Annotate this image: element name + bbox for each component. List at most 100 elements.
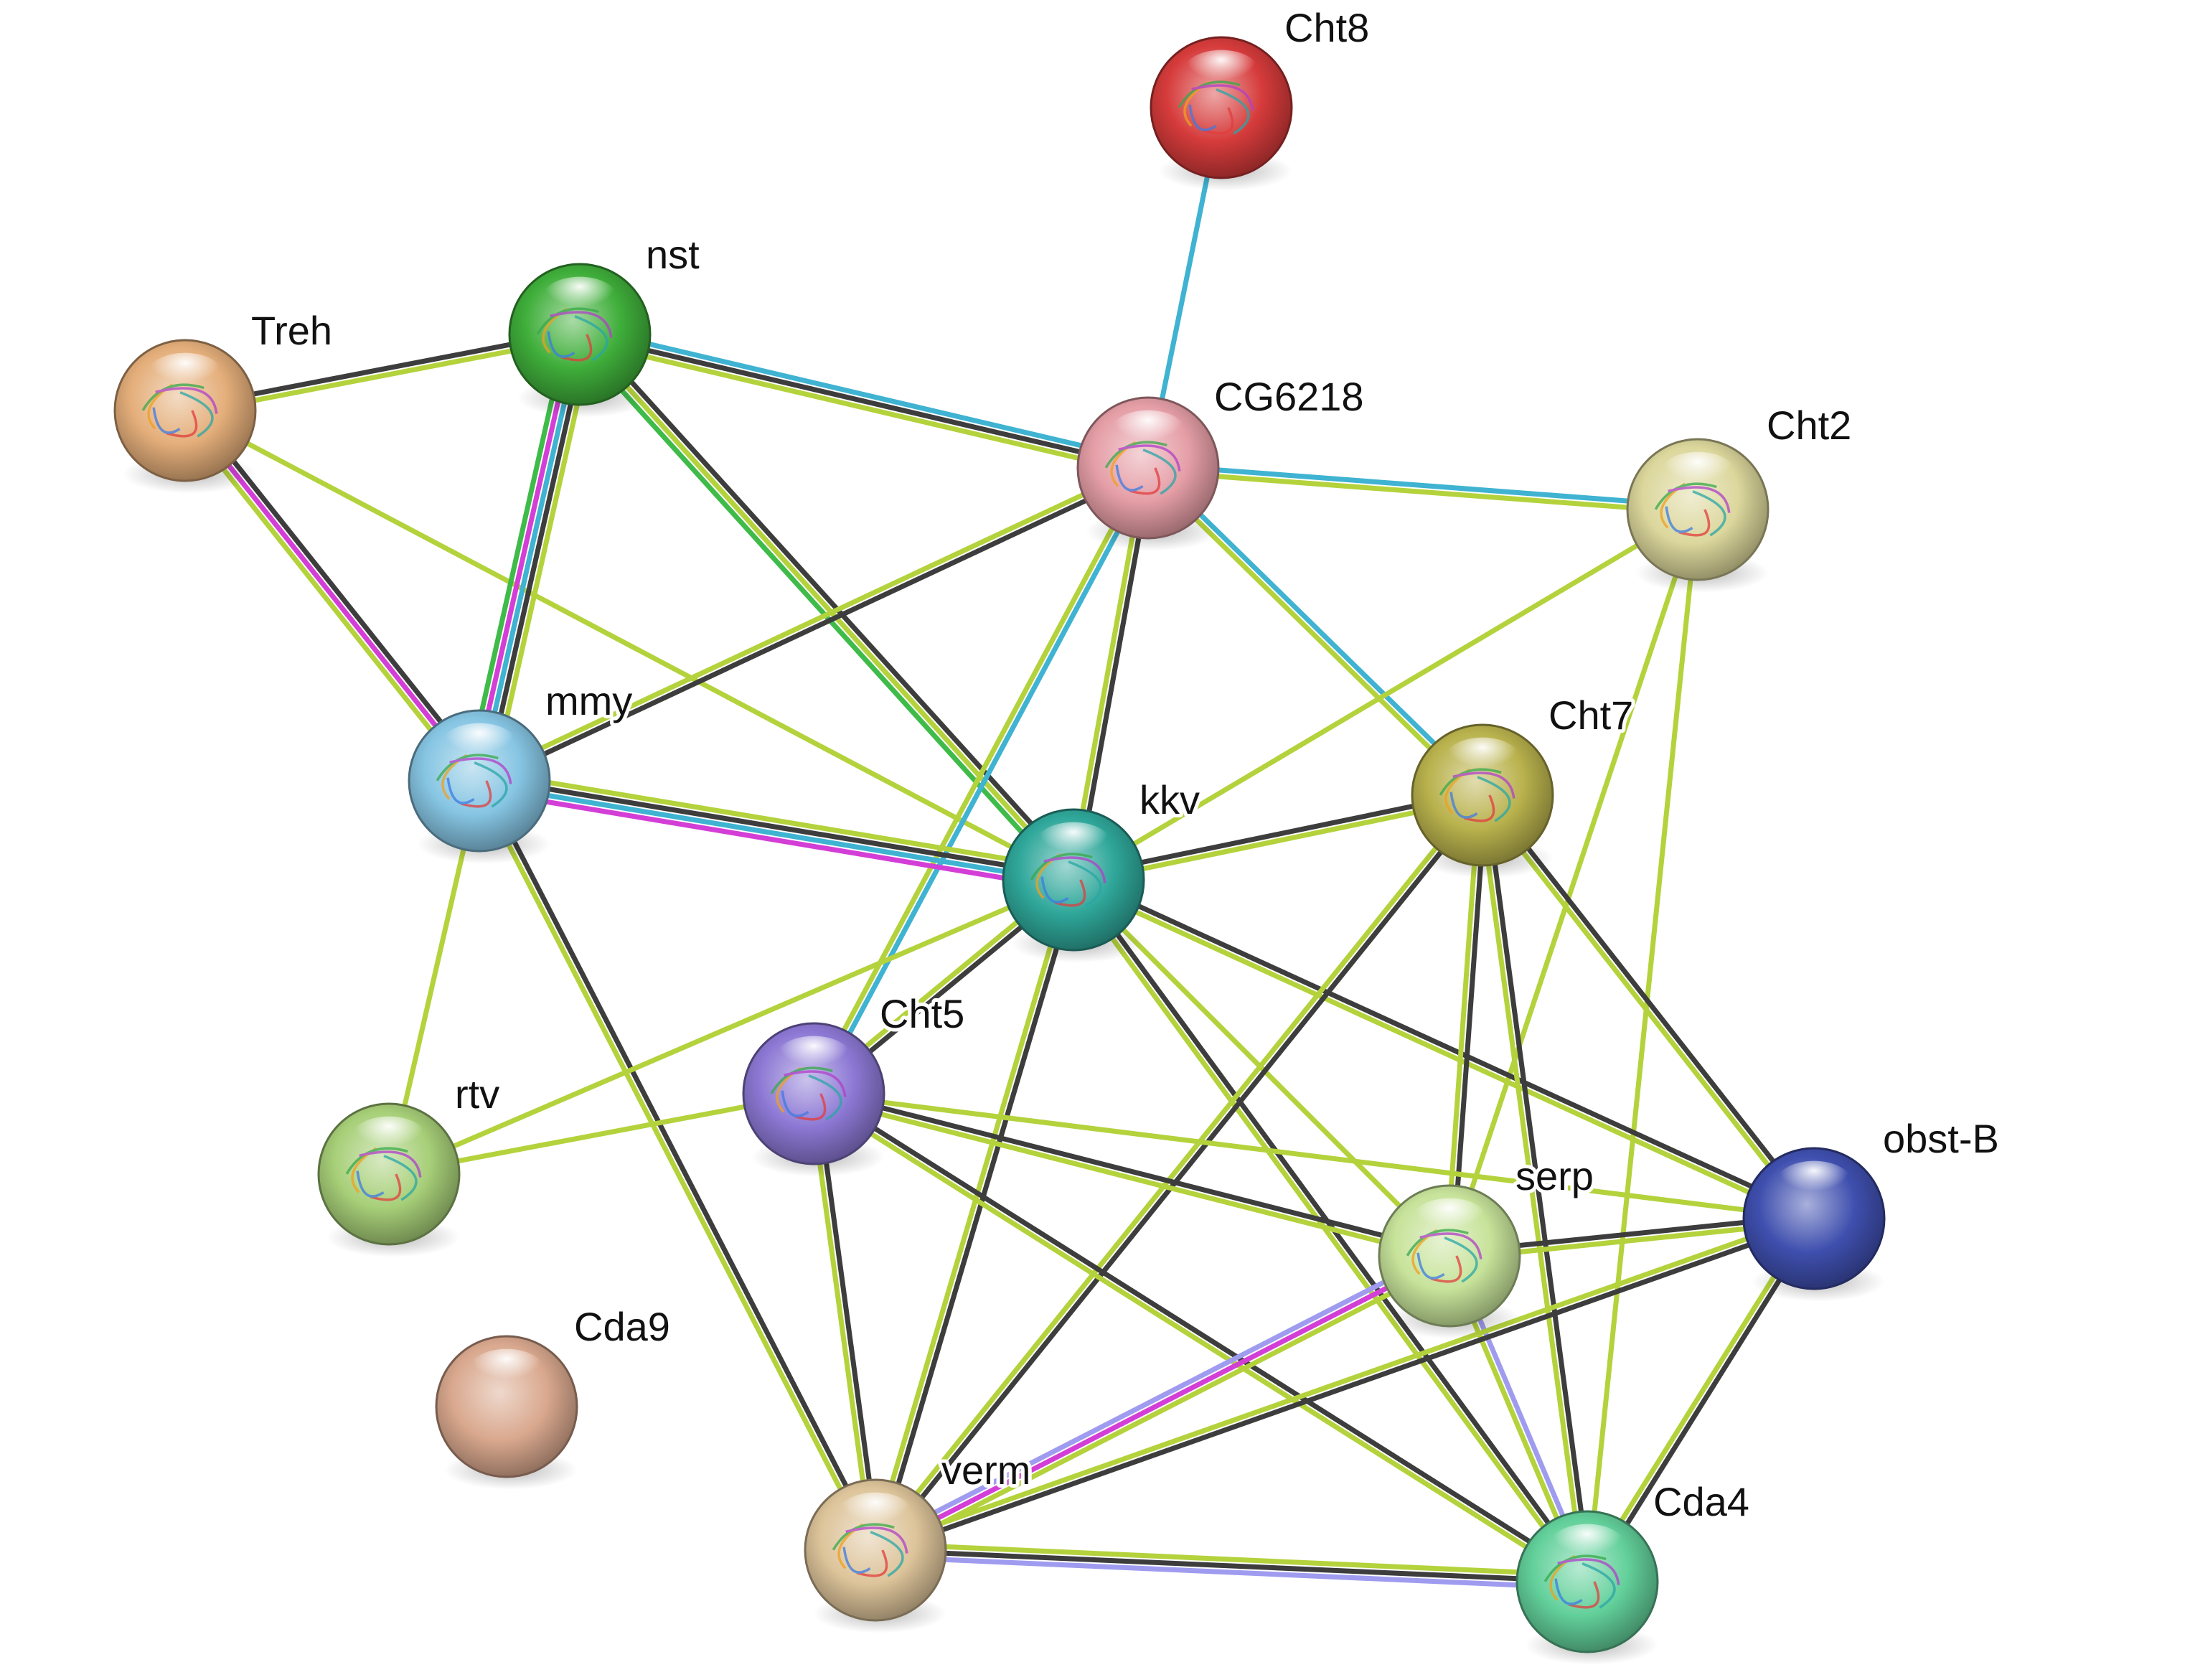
edge-treh-kkv — [184, 408, 1075, 883]
node-verm[interactable] — [804, 1478, 947, 1633]
node-cda9[interactable] — [435, 1335, 578, 1490]
structure-strand — [781, 1090, 809, 1117]
structure-strand — [1115, 464, 1144, 492]
edge-line-yellowgreen — [1447, 508, 1701, 1257]
edge-kkv-obst-b — [1071, 874, 1817, 1224]
edge-line-yellowgreen — [474, 781, 875, 1553]
node-mmy[interactable] — [408, 709, 551, 864]
edge-mmy-verm — [474, 778, 881, 1553]
edge-line-yellowgreen — [870, 791, 1482, 1550]
edge-line-yellowgreen — [578, 332, 1076, 882]
edge-line-black — [579, 332, 1149, 471]
node-label-cda9: Cda9 — [574, 1304, 670, 1349]
edge-obst-b-verm — [873, 1213, 1816, 1556]
node-treh[interactable] — [113, 339, 257, 494]
edge-line-black — [1482, 794, 1593, 1582]
structure-strand — [152, 407, 181, 434]
edge-line-yellowgreen — [810, 1094, 1587, 1587]
edge-line-magenta — [477, 787, 1073, 892]
structure-strand — [1554, 1578, 1583, 1605]
structure-strand — [794, 1093, 827, 1121]
edge-line-yellowgreen — [184, 408, 1075, 883]
structure-strand — [446, 777, 475, 804]
edge-line-black — [875, 1547, 1588, 1585]
node-label-treh: Treh — [251, 308, 332, 353]
edge-cg6218-mmy — [476, 462, 1151, 787]
node-cht5[interactable] — [742, 1022, 885, 1177]
edge-verm-cda4 — [875, 1541, 1588, 1591]
structure-strand — [370, 1173, 402, 1201]
structure-strand — [460, 780, 492, 808]
node-kkv[interactable] — [1002, 808, 1145, 963]
edge-cg6218-cht2 — [1147, 462, 1698, 515]
edge-line-yellowgreen — [877, 1259, 1454, 1559]
structure-strand — [1040, 876, 1069, 904]
structure-strand — [1202, 107, 1234, 135]
edge-line-black — [479, 778, 881, 1550]
node-label-cht7: Cht7 — [1548, 693, 1633, 738]
edge-line-yellowgreen — [388, 1091, 814, 1177]
edge-cht2-kkv — [1072, 507, 1699, 883]
node-cda4[interactable] — [1515, 1510, 1659, 1665]
edge-nst-cg6218 — [578, 325, 1150, 477]
structure-strand — [1416, 1252, 1445, 1280]
node-gloss — [468, 1348, 545, 1394]
node-label-cht5: Cht5 — [880, 991, 964, 1036]
node-gloss — [837, 1492, 914, 1538]
node-cht7[interactable] — [1411, 723, 1554, 878]
structure-strand — [1665, 506, 1693, 533]
edge-cht5-rtv — [388, 1091, 814, 1177]
node-label-cg6218: CG6218 — [1214, 374, 1364, 419]
edge-cg6218-cht5 — [808, 465, 1154, 1097]
structure-strand — [1129, 467, 1161, 495]
node-nst[interactable] — [508, 263, 652, 418]
node-cht8[interactable] — [1150, 36, 1293, 191]
structure-strand — [1568, 1581, 1600, 1609]
edge-serp-verm — [871, 1247, 1454, 1559]
edge-line-magenta — [874, 1253, 1451, 1553]
node-label-cht2: Cht2 — [1767, 403, 1851, 448]
edge-line-yellowgreen — [870, 878, 1073, 1550]
edge-cht2-cda4 — [1584, 509, 1701, 1582]
structure-strand — [1449, 792, 1478, 819]
node-gloss — [1109, 410, 1187, 456]
edge-cht5-cda4 — [810, 1089, 1591, 1587]
edge-line-black — [875, 880, 1079, 1552]
edge-line-yellowgreen — [875, 1541, 1588, 1578]
node-rtv[interactable] — [317, 1102, 461, 1257]
node-cg6218[interactable] — [1076, 396, 1220, 551]
node-obst-b[interactable] — [1742, 1147, 1886, 1302]
edge-line-black — [875, 1219, 1816, 1556]
node-gloss — [1035, 822, 1112, 868]
edge-kkv-rtv — [387, 877, 1075, 1177]
structure-strand — [166, 410, 198, 438]
node-gloss — [775, 1036, 852, 1081]
edge-line-yellowgreen — [387, 877, 1075, 1177]
edge-line-black — [814, 1089, 1591, 1582]
node-label-kkv: kkv — [1139, 777, 1200, 822]
edge-line-yellowgreen — [873, 1213, 1814, 1550]
edge-line-yellowgreen — [1584, 509, 1701, 1582]
edge-line-black — [479, 468, 1151, 787]
node-gloss — [146, 352, 224, 398]
edge-line-yellowgreen — [1147, 468, 1698, 515]
node-cht2[interactable] — [1626, 438, 1770, 593]
structure-strand — [1188, 104, 1217, 131]
edge-line-yellowgreen — [1072, 507, 1699, 883]
node-gloss — [1659, 451, 1737, 497]
edge-line-black — [1073, 874, 1817, 1219]
edge-kkv-verm — [870, 878, 1079, 1552]
edge-line-yellowgreen — [476, 462, 1148, 781]
edge-line-yellowgreen — [808, 465, 1148, 1094]
edge-line-black — [875, 795, 1488, 1554]
node-label-rtv: rtv — [455, 1071, 499, 1117]
edge-line-yellowgreen — [1071, 880, 1814, 1224]
edge-cht7-verm — [870, 791, 1488, 1554]
edge-cht5-serp — [812, 1088, 1451, 1262]
node-serp[interactable] — [1378, 1184, 1521, 1339]
edge-line-cyan — [478, 781, 1073, 886]
node-label-cht8: Cht8 — [1284, 5, 1369, 50]
edge-line-yellowgreen — [1068, 880, 1587, 1585]
structure-strand — [842, 1547, 871, 1574]
